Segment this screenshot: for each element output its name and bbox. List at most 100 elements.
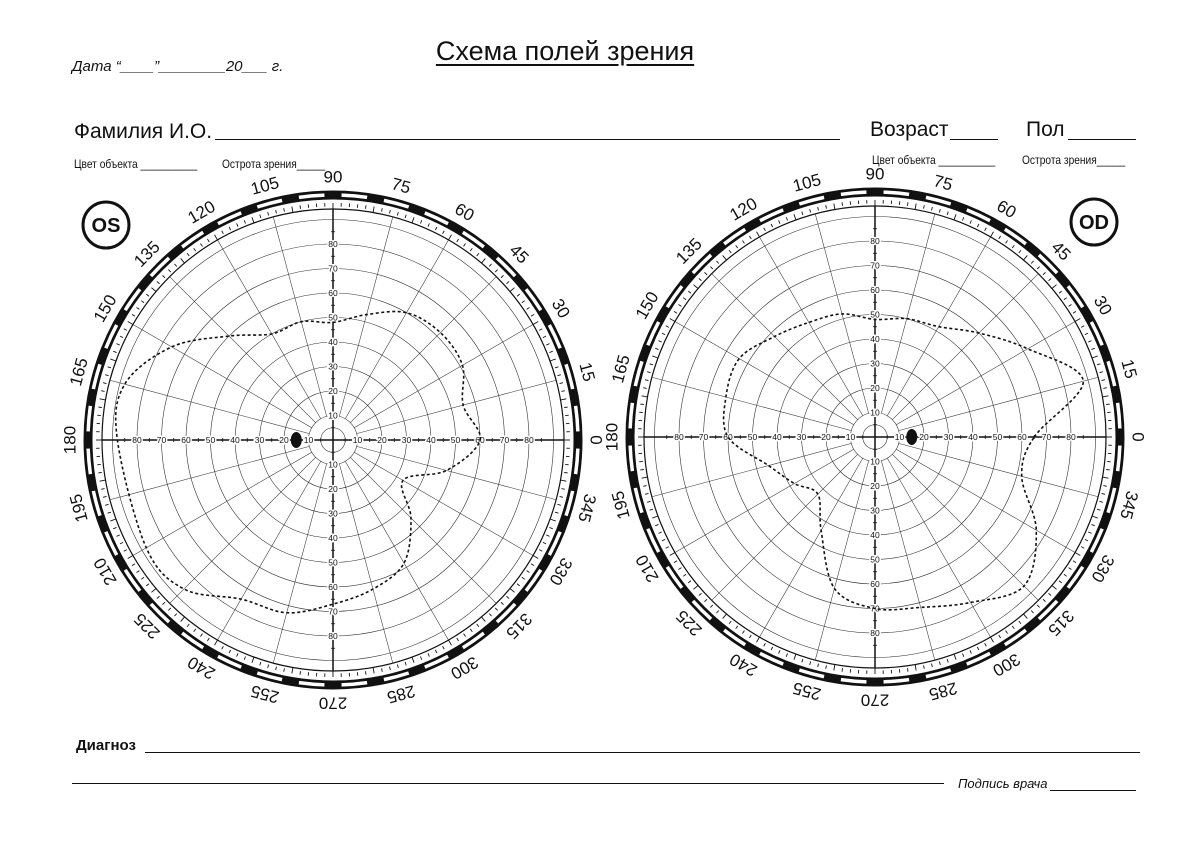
scale-tick <box>99 479 106 482</box>
scale-dash <box>547 324 562 349</box>
scale-tick <box>938 661 941 665</box>
sex-field[interactable] <box>1068 139 1136 140</box>
scale-tick <box>506 595 510 599</box>
scale-tick <box>509 588 515 593</box>
scale-tick <box>456 637 459 642</box>
scale-tick <box>1042 272 1046 276</box>
grid-radial-line <box>651 443 852 498</box>
scale-dash <box>840 190 867 197</box>
scale-tick <box>532 555 539 559</box>
scale-tick <box>110 518 117 522</box>
scale-dash <box>883 677 910 684</box>
scale-tick <box>259 214 262 219</box>
scale-tick <box>526 307 530 310</box>
scale-tick <box>1058 290 1063 294</box>
scale-tick <box>530 314 535 317</box>
scale-tick <box>931 663 933 668</box>
scale-tick <box>557 503 561 506</box>
grid-radial-line <box>711 273 858 420</box>
scale-tick <box>661 538 666 542</box>
signature-field[interactable] <box>1050 790 1136 791</box>
left-object-color-field[interactable]: Цвет объекта __________ <box>74 157 198 171</box>
scale-tick <box>728 249 732 254</box>
scale-tick <box>658 340 662 343</box>
radial-label: 70 <box>699 432 709 442</box>
scale-dash <box>564 363 575 390</box>
grid-radial-line <box>674 449 854 553</box>
scale-dash <box>217 654 242 669</box>
scale-tick <box>669 318 676 322</box>
radial-label: 50 <box>993 432 1003 442</box>
scale-tick <box>698 278 702 282</box>
diagnosis-field-line-2[interactable] <box>72 783 944 784</box>
scale-tick <box>1099 371 1103 374</box>
scale-tick <box>559 496 564 498</box>
scale-tick <box>396 664 399 668</box>
scale-tick <box>119 541 124 545</box>
scale-tick <box>506 281 510 285</box>
grid-radial-line <box>887 458 991 638</box>
scale-tick <box>1084 332 1089 336</box>
scale-tick <box>817 663 819 668</box>
scale-tick <box>494 607 498 611</box>
scale-tick <box>1101 379 1106 381</box>
scale-tick <box>1080 546 1085 549</box>
scale-tick <box>145 293 150 297</box>
scale-dash <box>633 487 644 514</box>
scale-tick <box>131 563 136 566</box>
scale-tick <box>1072 560 1077 563</box>
scale-tick <box>488 263 492 267</box>
grid-radial-line <box>354 452 534 556</box>
angle-label: 30 <box>1090 293 1116 319</box>
scale-tick <box>538 549 543 552</box>
scale-dash <box>1066 565 1085 589</box>
scale-tick <box>214 234 218 241</box>
scale-tick <box>251 656 255 663</box>
scale-tick <box>116 534 120 537</box>
age-field[interactable] <box>950 139 998 140</box>
scale-tick <box>140 576 145 580</box>
scale-tick <box>1036 604 1040 608</box>
name-field[interactable] <box>215 139 840 140</box>
scale-tick <box>509 287 515 292</box>
scale-dash <box>723 628 747 647</box>
scale-dash <box>798 195 825 206</box>
radial-label: 80 <box>524 435 534 445</box>
scale-tick <box>710 604 714 608</box>
blind-spot <box>906 429 918 445</box>
scale-tick <box>136 307 140 310</box>
radial-label: 30 <box>402 435 412 445</box>
scale-tick <box>102 496 107 498</box>
scale-tick <box>151 287 157 292</box>
left-acuity-field[interactable]: Острота зрения_____ <box>222 157 326 171</box>
radial-label: 40 <box>870 334 880 344</box>
scale-tick <box>123 549 128 552</box>
scale-tick <box>990 231 994 238</box>
grid-radial-line <box>132 324 312 428</box>
scale-dash <box>573 405 580 432</box>
scale-tick <box>546 534 550 537</box>
scale-tick <box>180 258 185 264</box>
radial-label: 70 <box>870 261 880 271</box>
grid-radial-line <box>881 213 936 414</box>
radial-label: 50 <box>748 432 758 442</box>
scale-dash <box>1106 487 1117 514</box>
date-line[interactable]: Дата “____”________20___ г. <box>72 58 284 75</box>
age-label: Возраст <box>870 118 949 141</box>
right-acuity-field[interactable]: Острота зрения_____ <box>1022 153 1126 167</box>
radial-label: 20 <box>870 383 880 393</box>
scale-tick <box>221 230 224 235</box>
scale-tick <box>984 642 987 647</box>
scale-tick <box>1091 524 1095 527</box>
right-object-color-field[interactable]: Цвет объекта __________ <box>872 153 996 167</box>
scale-tick <box>251 217 255 224</box>
scale-tick <box>1030 260 1034 264</box>
diagnosis-field[interactable] <box>145 752 1140 753</box>
scale-tick <box>546 343 550 346</box>
scale-tick <box>99 398 106 401</box>
scale-tick <box>236 653 239 657</box>
scale-tick <box>267 664 270 668</box>
scale-tick <box>1080 325 1085 328</box>
scale-tick <box>283 208 285 212</box>
angle-label: 270 <box>319 694 347 713</box>
